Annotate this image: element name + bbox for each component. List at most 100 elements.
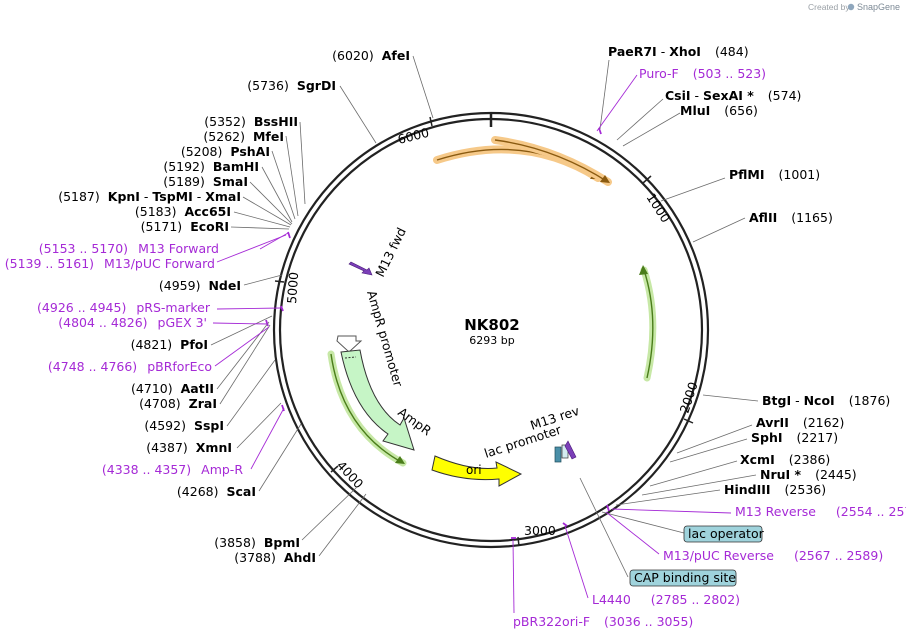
leader-nrui	[641, 474, 757, 496]
lac-operator-box[interactable]	[683, 525, 763, 543]
snapgene-logo-icon	[847, 3, 855, 11]
leader-hindiii	[615, 489, 721, 506]
site-ndei[interactable]: (4959)NdeI	[159, 278, 241, 293]
site-bpmi[interactable]: (3858)BpmI	[214, 535, 300, 550]
site-hindiii[interactable]: HindIII(2536)	[724, 482, 826, 497]
ampr-promoter-arrow[interactable]	[336, 335, 363, 353]
leader-acc65i	[233, 211, 291, 228]
primer-m13-forward[interactable]: (5153 .. 5170)M13 Forward	[39, 241, 219, 256]
site-sspi[interactable]: (4592)SspI	[144, 418, 224, 433]
site-ahdi[interactable]: (3788)AhdI	[234, 550, 316, 565]
site-zrai[interactable]: (4708)ZraI	[139, 396, 217, 411]
leader-zrai	[219, 324, 271, 405]
cap-site-label: CAP binding site	[634, 570, 736, 585]
tick-label-6000: 6000	[396, 125, 431, 147]
ampr-start-marker	[344, 356, 357, 359]
site-mlui[interactable]: MluI(656)	[680, 103, 758, 118]
tick-5000	[274, 280, 285, 283]
pleader-m13-reverse	[611, 508, 732, 514]
site-acc65i[interactable]: (5183)Acc65I	[135, 204, 231, 219]
orange-feature-arrow-2[interactable]	[494, 139, 609, 183]
leader-mlui	[622, 112, 681, 147]
cap-site-box[interactable]	[629, 569, 737, 587]
leader-pfoi	[210, 315, 273, 346]
site-scai[interactable]: (4268)ScaI	[177, 484, 256, 499]
primer-pgex3[interactable]: (4804 .. 4826)pGEX 3'	[58, 315, 207, 330]
leader-xmni	[236, 402, 282, 449]
primer-l4440[interactable]: L4440(2785 .. 2802)	[592, 592, 740, 607]
primer-mark-m13-rev	[606, 504, 610, 512]
tick-2000	[683, 418, 694, 424]
primer-mark-puro-f	[598, 127, 602, 135]
site-mfei[interactable]: (5262)MfeI	[203, 129, 284, 144]
primer-mark-amp-r	[281, 404, 285, 412]
primer-m13-reverse[interactable]: M13 Reverse(2554 .. 2570)	[735, 504, 906, 519]
pleader-amp-r	[250, 407, 285, 470]
site-csii[interactable]: CsiI - SexAI *(574)	[665, 88, 801, 103]
site-aflii[interactable]: AflII(1165)	[749, 210, 833, 225]
primer-mark-pgex3	[265, 319, 269, 327]
green-feature-arrow-left[interactable]	[330, 353, 404, 464]
leader-pflmi	[660, 177, 726, 202]
tick-6000	[429, 116, 433, 127]
leader-sspi	[226, 359, 276, 427]
tick-4000	[330, 465, 339, 473]
leader-bpmi	[301, 486, 358, 541]
site-pfoi[interactable]: (4821)PfoI	[131, 337, 208, 352]
primer-m13puc-rev[interactable]: M13/pUC Reverse(2567 .. 2589)	[663, 548, 883, 563]
site-nrui[interactable]: NruI *(2445)	[760, 467, 857, 482]
pleader-prs-marker	[216, 307, 282, 310]
ampr-arrow[interactable]	[340, 349, 415, 451]
credit-brand[interactable]: SnapGene	[857, 2, 900, 12]
ori-arrow[interactable]	[431, 455, 523, 487]
primer-mark-l4440	[562, 522, 568, 527]
tick-label-5000: 5000	[284, 271, 301, 304]
leader-bamhi	[261, 166, 293, 223]
leader-pshai	[271, 150, 296, 220]
site-bsshii[interactable]: (5352)BssHII	[204, 114, 298, 129]
site-bamhi[interactable]: (5192)BamHI	[163, 159, 259, 174]
leader-csii	[616, 98, 664, 141]
site-pflmi[interactable]: PflMI(1001)	[729, 167, 820, 182]
site-btgi[interactable]: BtgI - NcoI(1876)	[762, 393, 890, 408]
lac-operator-label: lac operator	[688, 526, 765, 541]
site-sphi[interactable]: SphI(2217)	[751, 430, 838, 445]
primer-pbrforeco[interactable]: (4748 .. 4766)pBRforEco	[48, 359, 212, 374]
site-avrii[interactable]: AvrII(2162)	[756, 415, 844, 430]
site-ecori[interactable]: (5171)EcoRI	[141, 219, 229, 234]
leader-mfei	[285, 135, 299, 217]
m13-rev-arrow[interactable]	[564, 440, 577, 460]
leader-btgi	[702, 394, 759, 402]
site-kpni[interactable]: (5187)KpnI - TspMI - XmaI	[58, 189, 241, 204]
m13-fwd-arrow[interactable]	[348, 261, 373, 276]
primer-pbr322ori-f[interactable]: pBR322ori-F(3036 .. 3055)	[513, 614, 693, 629]
lac-promoter-label: lac promoter	[482, 422, 564, 461]
leader-afei	[412, 55, 434, 119]
pleader-pbrforeco	[214, 326, 270, 367]
site-xmni[interactable]: (4387)XmnI	[146, 440, 232, 455]
credit-prefix: Created by	[808, 2, 850, 12]
site-pshai[interactable]: (5208)PshAI	[181, 144, 270, 159]
leader-scai	[258, 423, 302, 492]
site-paer7i[interactable]: PaeR7I - XhoI(484)	[608, 44, 749, 59]
m13-fwd-label: M13 fwd	[372, 225, 409, 279]
site-afei[interactable]: (6020)AfeI	[332, 48, 410, 63]
site-smai[interactable]: (5189)SmaI	[163, 174, 248, 189]
leader-aflii	[692, 217, 746, 243]
primer-puro-f[interactable]: Puro-F(503 .. 523)	[639, 66, 766, 81]
leader-kpni	[242, 196, 292, 226]
green-feature-arrowhead-right	[639, 265, 648, 275]
primer-prs-marker[interactable]: (4926 .. 4945)pRS-marker	[37, 300, 211, 315]
lac-operator-mark[interactable]	[554, 446, 562, 463]
green-feature-arrow-right[interactable]	[643, 269, 654, 379]
site-aatii[interactable]: (4710)AatII	[131, 381, 214, 396]
leader-xcmi	[649, 460, 738, 487]
site-xcmi[interactable]: XcmI(2386)	[740, 452, 830, 467]
primer-amp-r[interactable]: (4338 .. 4357)Amp-R	[102, 462, 243, 477]
primer-m13puc-fwd[interactable]: (5139 .. 5161)M13/pUC Forward	[5, 256, 215, 271]
pleader-puro-f	[596, 74, 638, 132]
site-sgrdi[interactable]: (5736)SgrDI	[247, 78, 336, 93]
leader-ahdi	[318, 493, 367, 557]
plasmid-name: NK802	[464, 316, 520, 334]
